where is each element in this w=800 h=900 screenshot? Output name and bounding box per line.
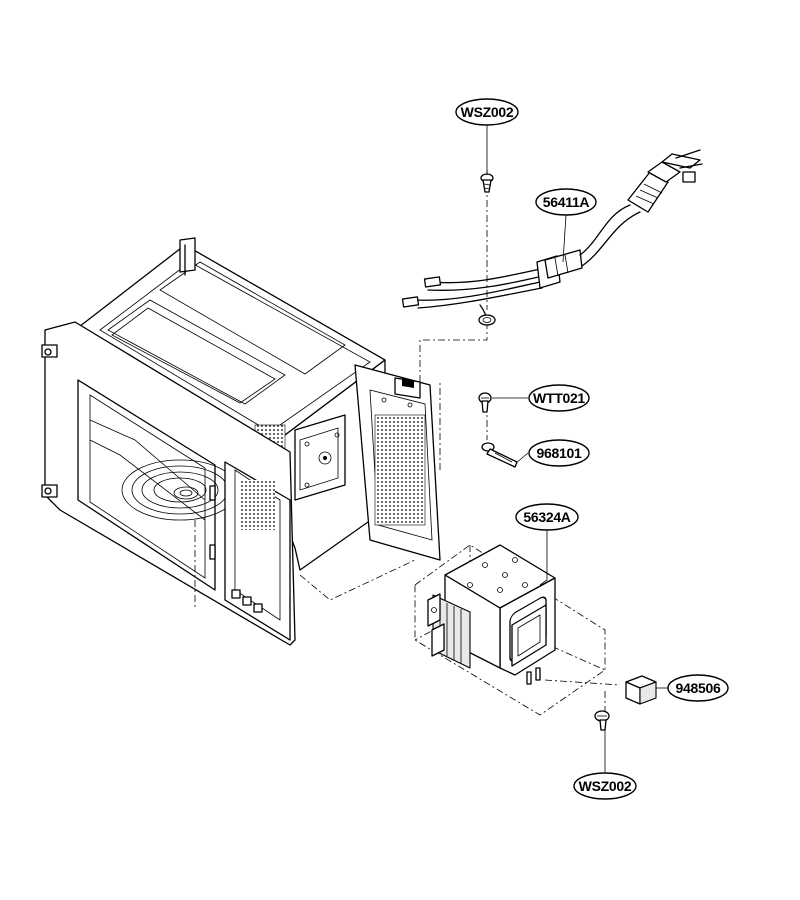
- callout-screw-bottom: WSZ002: [573, 772, 637, 800]
- screw-top-icon: [480, 173, 494, 193]
- part-label: WTT021: [533, 390, 585, 406]
- callout-ground-washer: 968101: [528, 439, 590, 467]
- part-label: 948506: [676, 680, 721, 696]
- part-label: 56324A: [523, 509, 570, 525]
- power-cord-assembly: [401, 149, 703, 326]
- magnetron-icon: [427, 544, 556, 685]
- screw-bottom-icon: [594, 710, 610, 731]
- callout-screw-top: WSZ002: [455, 98, 519, 126]
- waveguide-plate: [294, 414, 346, 501]
- terminal-connector-2: [401, 296, 420, 308]
- callout-cushion: 948506: [667, 674, 729, 702]
- callout-screw-tapping: WTT021: [528, 384, 590, 412]
- cushion-icon: [625, 675, 657, 705]
- screw-tapping-icon: [478, 392, 492, 413]
- callout-power-cord: 56411A: [535, 188, 597, 216]
- part-label: WSZ002: [461, 104, 514, 120]
- ground-washer-icon: [481, 442, 518, 468]
- ring-terminal: [478, 314, 496, 326]
- oven-cavity-assembly: [41, 237, 441, 646]
- callout-magnetron: 56324A: [515, 503, 579, 531]
- turntable-icon: [121, 459, 239, 521]
- cavity-door-opening: [77, 379, 216, 591]
- power-plug-icon: [627, 149, 703, 213]
- part-label: WSZ002: [579, 778, 632, 794]
- terminal-connector-1: [423, 276, 442, 288]
- leader-lines: [486, 125, 668, 772]
- part-label: 968101: [537, 445, 582, 461]
- part-label: 56411A: [543, 194, 590, 210]
